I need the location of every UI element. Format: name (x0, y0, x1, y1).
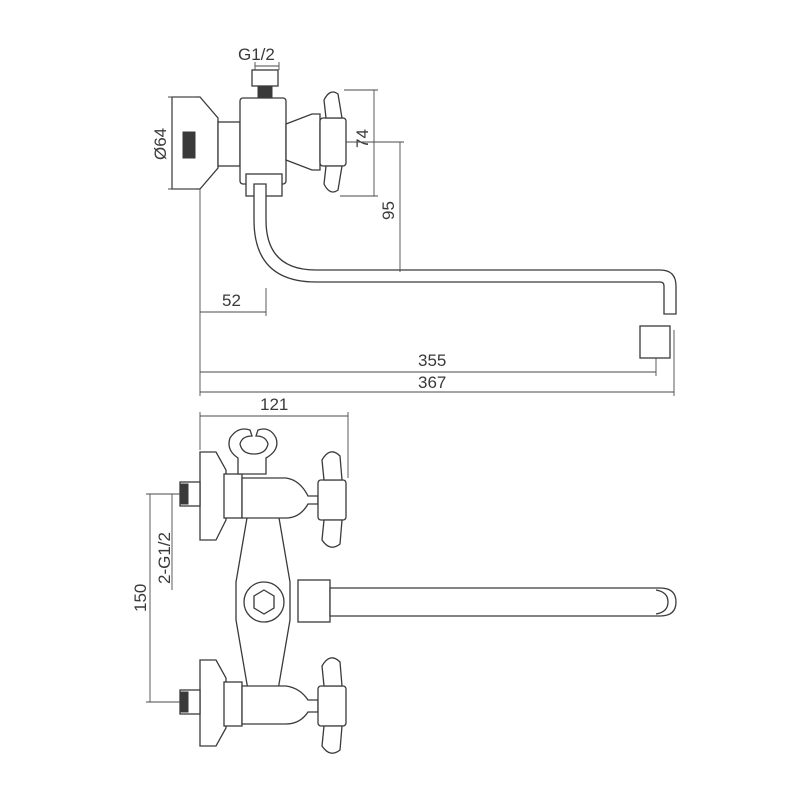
top-thread-neck (257, 85, 273, 99)
dim-spacing-150: 150 (131, 584, 150, 612)
front-spout-tube (329, 587, 677, 617)
top-wall-nut (217, 121, 241, 167)
dim-height-95: 95 (379, 201, 398, 220)
front-upper-nut (223, 473, 243, 519)
front-lower-nut (223, 681, 243, 727)
dim-thread-top: G1/2 (238, 45, 275, 64)
front-shower-hook (228, 428, 278, 475)
top-valve-body (239, 97, 287, 185)
front-upper-valve-body (241, 477, 319, 519)
front-upper-flange (199, 451, 227, 541)
dim-diameter: Ø64 (151, 128, 170, 160)
top-dimensions: G1/2 Ø64 74 95 52 355 367 (151, 45, 675, 396)
dim-offset-52: 52 (222, 291, 241, 310)
dim-thread-side: 2-G1/2 (155, 532, 174, 584)
front-diverter-hex (253, 589, 275, 615)
dim-spout-355: 355 (418, 351, 446, 370)
front-upper-handle-hub (317, 479, 347, 521)
front-spout-tip (655, 589, 669, 615)
front-lower-handle-hub (317, 685, 347, 727)
top-valve-stem (285, 113, 321, 171)
front-spout-connector (297, 579, 331, 623)
front-upper-lever-down (321, 519, 343, 548)
top-thread-connector (251, 69, 279, 87)
front-dimensions: 121 2-G1/2 150 (131, 395, 349, 703)
top-handle-hub (319, 117, 347, 167)
front-lower-valve-body (241, 685, 319, 725)
top-inlet-nut (182, 131, 196, 159)
top-spout-aerator (639, 325, 671, 359)
dim-height-74: 74 (353, 129, 372, 148)
top-spout-tube (253, 183, 677, 315)
top-handle-lever-down (323, 165, 343, 193)
front-lower-flange (199, 659, 227, 747)
front-upper-inlet-cap (179, 483, 189, 505)
top-handle-lever-up (323, 91, 343, 119)
front-lower-inlet-cap (179, 691, 189, 713)
dim-spout-367: 367 (418, 373, 446, 392)
front-view (179, 428, 677, 754)
top-view (171, 69, 677, 359)
front-upper-lever-up (321, 451, 343, 481)
front-lower-lever-down (321, 725, 343, 754)
dim-width-121: 121 (260, 395, 288, 414)
front-lower-lever-up (321, 657, 343, 687)
